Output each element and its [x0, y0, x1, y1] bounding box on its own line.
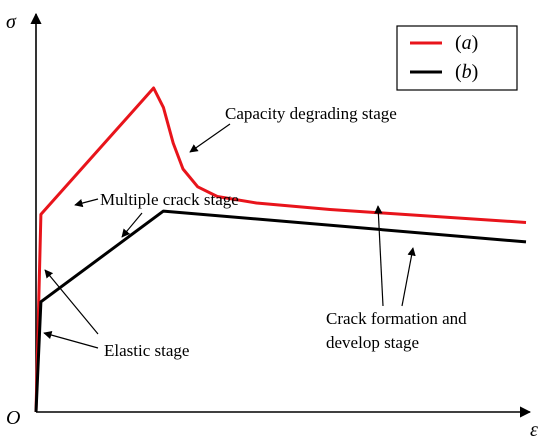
- y-axis-symbol: σ: [6, 11, 17, 33]
- series-line-a: [34, 86, 527, 413]
- annotation-label: Capacity degrading stage: [225, 104, 397, 123]
- annotation-arrow: [121, 212, 143, 238]
- annotation-label: Elastic stage: [104, 341, 189, 360]
- y-axis: σ: [6, 11, 42, 412]
- annotation-crack-formation: Crack formation and develop stage: [326, 205, 467, 352]
- series-line-b: [34, 209, 527, 413]
- annotation-arrow: [43, 330, 99, 349]
- annotation-label: Multiple crack stage: [100, 190, 239, 209]
- annotation-arrow: [44, 269, 99, 335]
- legend-label-b: (b): [455, 61, 478, 83]
- annotation-arrow: [374, 205, 384, 307]
- x-axis: ε: [36, 406, 538, 441]
- annotation-capacity-degrading: Capacity degrading stage: [189, 104, 397, 153]
- legend: (a) (b): [396, 25, 518, 91]
- annotation-arrow: [401, 247, 416, 307]
- annotation-label: develop stage: [326, 333, 419, 352]
- x-axis-symbol: ε: [530, 419, 538, 441]
- annotation-arrow: [74, 198, 99, 208]
- annotation-label: Crack formation and: [326, 309, 467, 328]
- legend-box: [396, 25, 518, 91]
- origin-label: O: [6, 407, 20, 429]
- legend-label-a: (a): [455, 32, 478, 54]
- annotation-multiple-crack: Multiple crack stage: [74, 190, 239, 238]
- annotation-arrow: [189, 123, 231, 153]
- annotation-elastic: Elastic stage: [43, 269, 189, 360]
